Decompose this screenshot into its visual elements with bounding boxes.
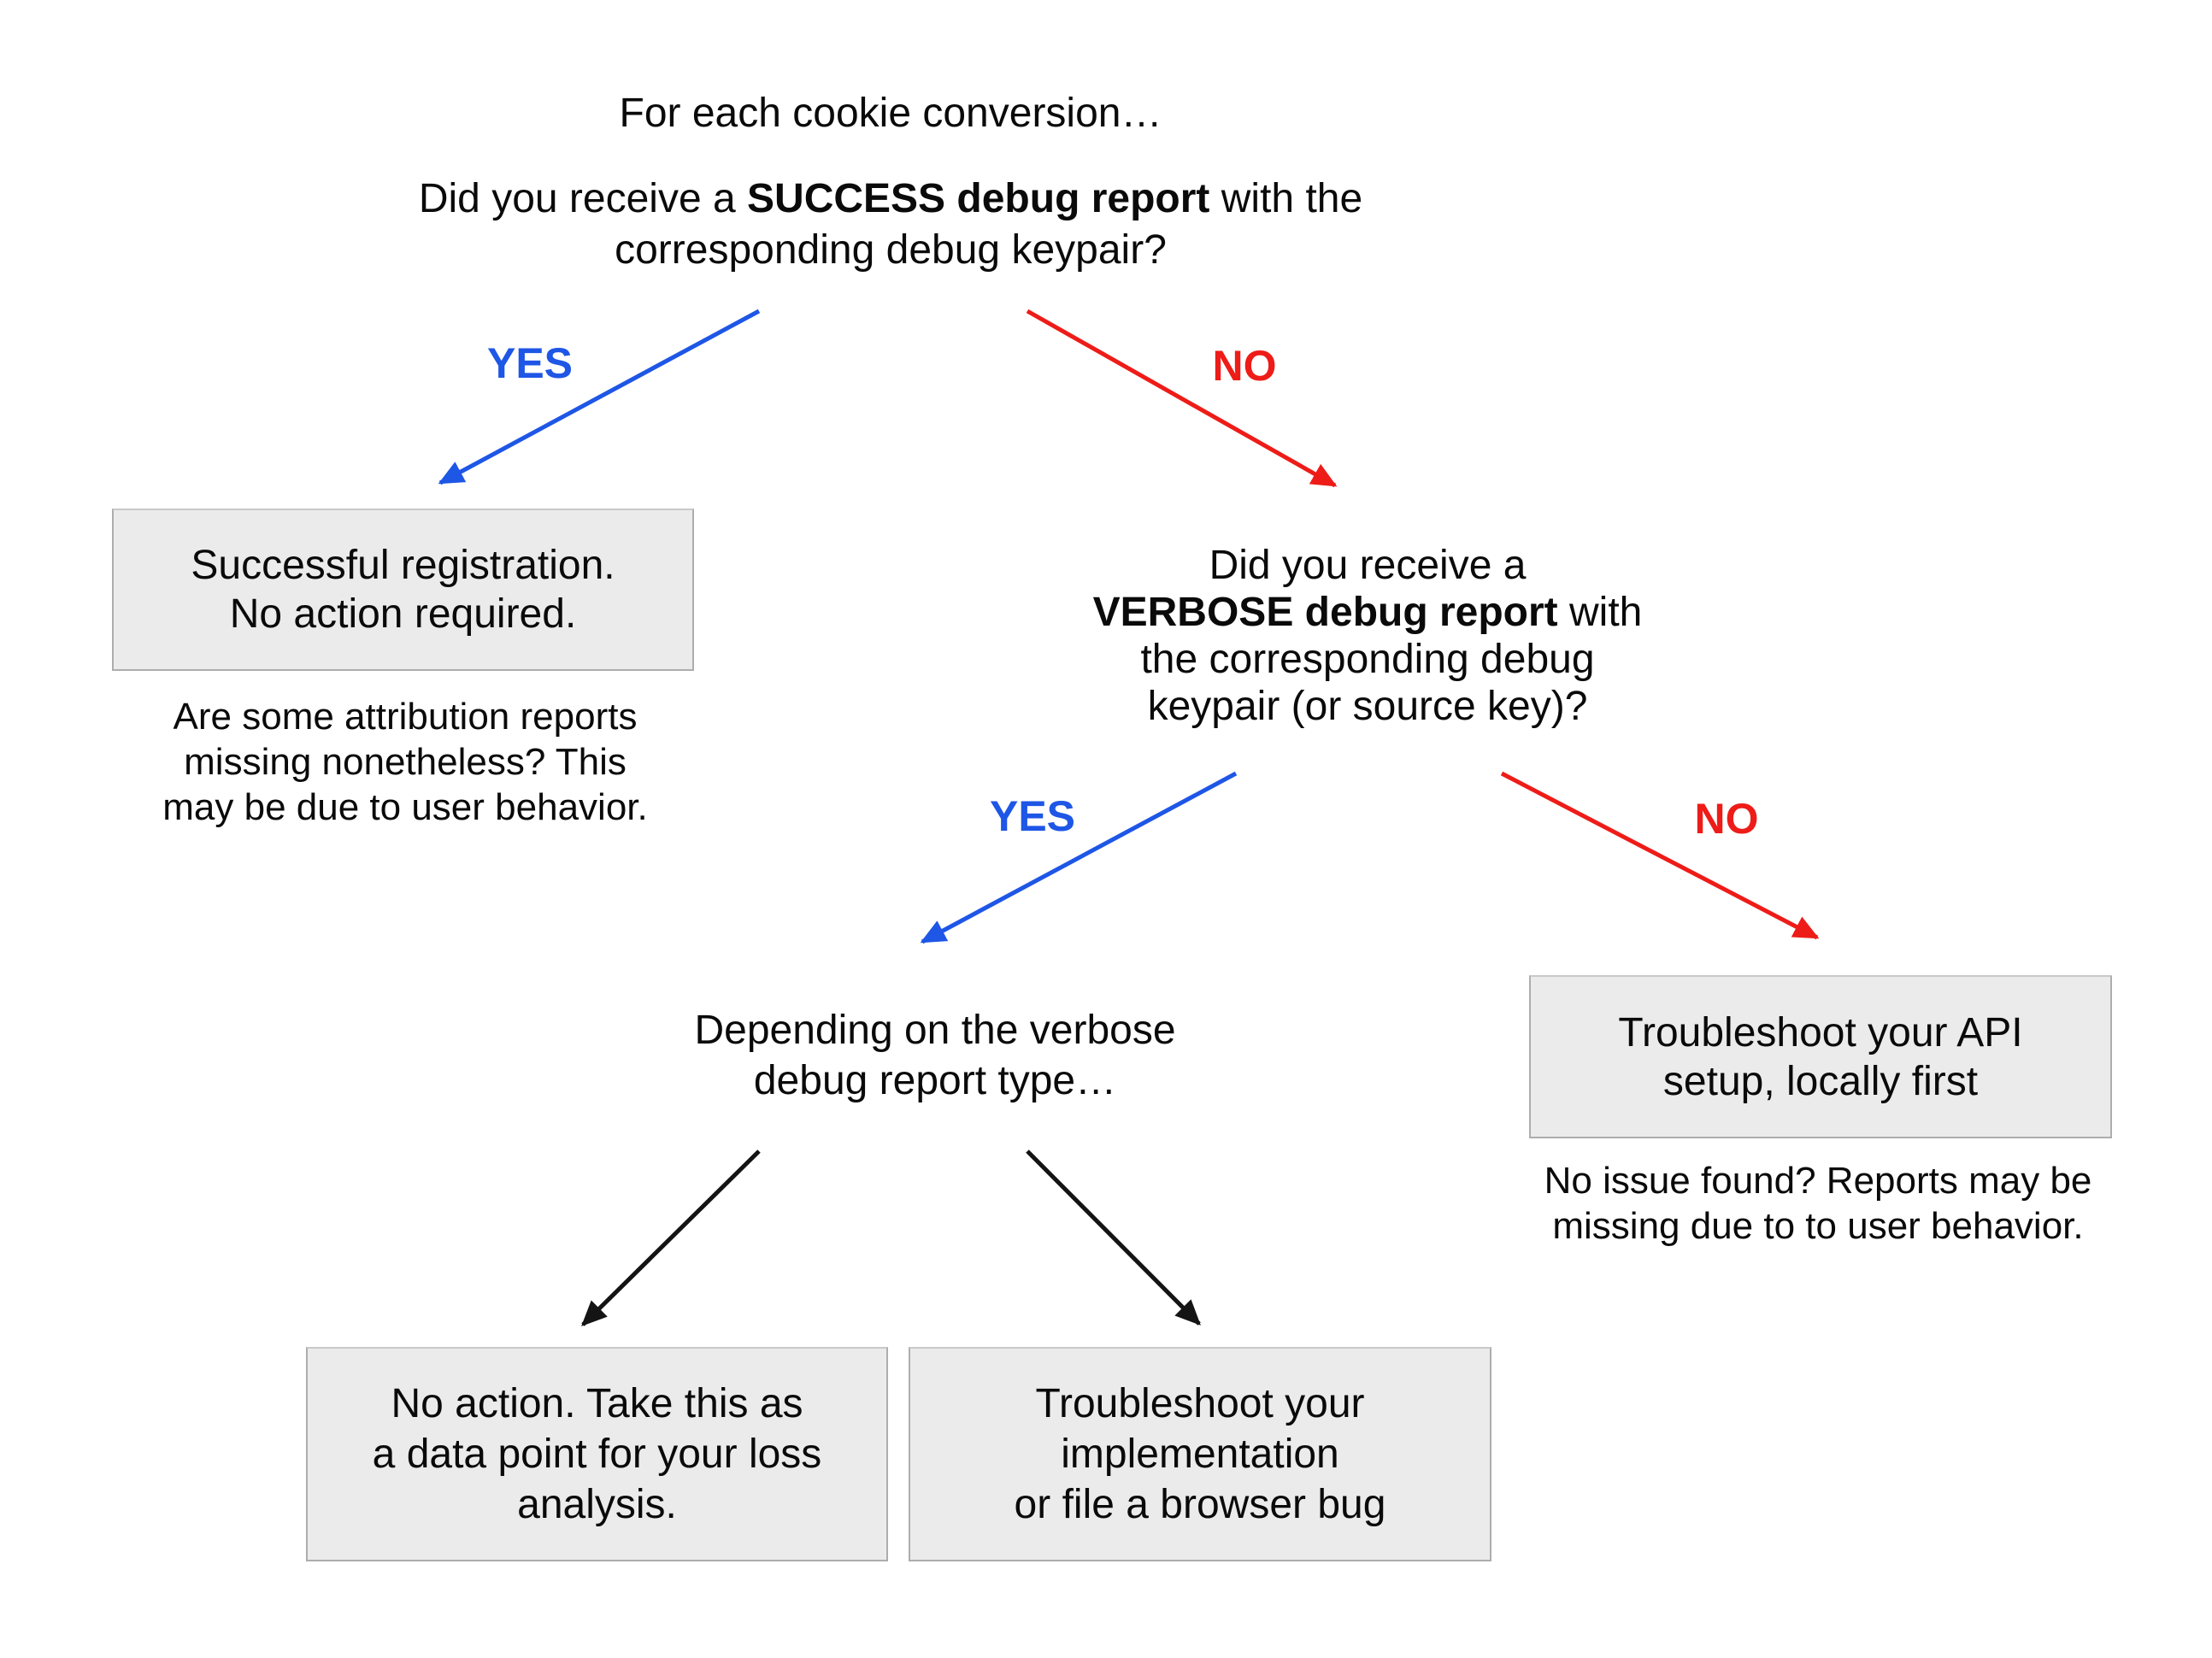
- arrow-to-impl-box: [1026, 1149, 1201, 1326]
- no-label-2: NO: [1694, 795, 1759, 843]
- verbose-question-bold: VERBOSE debug report: [1092, 590, 1558, 635]
- loss-analysis-box: No action. Take this as a data point for…: [306, 1347, 888, 1561]
- root-question-suffix: with the: [1209, 176, 1363, 221]
- verbose-question-line1: Did you receive a: [1209, 543, 1527, 588]
- depending-line1: Depending on the verbose: [694, 1008, 1176, 1053]
- impl-box-line3: or file a browser bug: [1014, 1482, 1386, 1527]
- success-box-line2: No action required.: [229, 591, 577, 637]
- verbose-question: Did you receive a VERBOSE debug report w…: [940, 542, 1795, 730]
- api-note-line2: missing due to to user behavior.: [1552, 1205, 2084, 1247]
- impl-box-line2: implementation: [1061, 1432, 1339, 1477]
- yes-label-2: YES: [989, 792, 1076, 840]
- implementation-box: Troubleshoot your implementation or file…: [909, 1347, 1491, 1561]
- loss-box-line3: analysis.: [517, 1482, 677, 1527]
- arrow-no-to-verbose-question: [1026, 309, 1338, 488]
- root-question-line2: corresponding debug keypair?: [615, 227, 1167, 273]
- success-note-line2: missing nonetheless? This: [184, 741, 627, 783]
- depending-line2: debug report type…: [753, 1058, 1117, 1103]
- root-question-prefix: Did you receive a: [418, 176, 748, 221]
- success-box-line1: Successful registration.: [191, 543, 615, 588]
- verbose-question-line3: the corresponding debug: [1140, 637, 1595, 682]
- root-question-line1: Did you receive a SUCCESS debug report w…: [292, 173, 1489, 225]
- api-box-line1: Troubleshoot your API: [1618, 1009, 2023, 1055]
- root-question-bold: SUCCESS debug report: [747, 176, 1210, 221]
- arrow-to-loss-box: [581, 1149, 761, 1326]
- depending-text: Depending on the verbose debug report ty…: [508, 1005, 1362, 1106]
- success-note-line1: Are some attribution reports: [173, 696, 638, 738]
- verbose-question-line2: VERBOSE debug report with: [940, 589, 1795, 636]
- loss-box-line2: a data point for your loss: [372, 1432, 822, 1477]
- yes-label-1: YES: [486, 339, 574, 387]
- success-note-line3: may be due to user behavior.: [162, 786, 648, 828]
- api-note: No issue found? Reports may be missing d…: [1391, 1158, 2212, 1249]
- verbose-question-line2-suffix: with: [1557, 590, 1643, 635]
- api-box-line2: setup, locally first: [1662, 1058, 1979, 1104]
- impl-box-line1: Troubleshoot your: [1035, 1381, 1365, 1426]
- api-note-line1: No issue found? Reports may be: [1544, 1160, 2092, 1202]
- intro-text: For each cookie conversion…: [619, 91, 1162, 136]
- no-label-1: NO: [1212, 342, 1277, 390]
- success-outcome-box: Successful registration. No action requi…: [112, 509, 694, 671]
- loss-box-line1: No action. Take this as: [391, 1381, 803, 1426]
- root-question: Did you receive a SUCCESS debug report w…: [292, 173, 1489, 276]
- api-outcome-box: Troubleshoot your API setup, locally fir…: [1529, 975, 2112, 1138]
- success-note: Are some attribution reports missing non…: [60, 694, 750, 830]
- verbose-question-line4: keypair (or source key)?: [1147, 684, 1588, 729]
